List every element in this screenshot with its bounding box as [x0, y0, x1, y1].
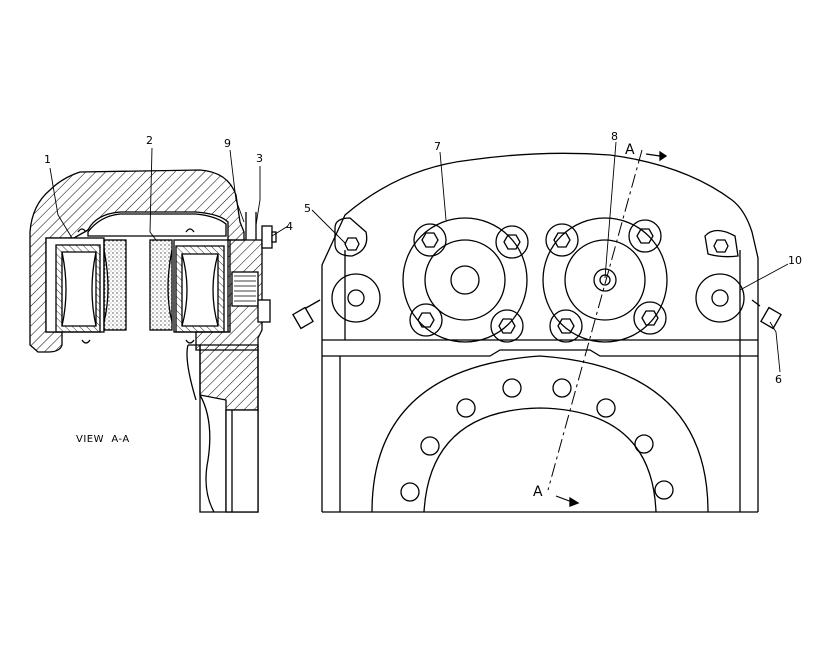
disc-arch-opening: [371, 355, 709, 513]
bleeder-screw-6: [751, 299, 782, 330]
caliper-housing-outline: [321, 152, 759, 512]
section-mark-top: A: [625, 142, 635, 158]
callout-7: 7: [434, 140, 441, 153]
callout-6: 6: [775, 373, 782, 386]
callout-9-left: 9: [224, 137, 231, 150]
left-brake-pad: [103, 239, 127, 331]
bolt-head-4: [261, 225, 273, 249]
piston-cover-left: [402, 217, 528, 343]
leader-lines: [49, 141, 789, 373]
right-brake-pad: [149, 239, 173, 331]
callout-1: 1: [44, 153, 51, 166]
callout-5: 5: [304, 202, 311, 215]
callout-2: 2: [146, 134, 153, 147]
callout-4: 4: [286, 220, 293, 233]
front-view: [292, 149, 782, 513]
callout-3: 3: [256, 152, 263, 165]
section-view-a-a: [29, 169, 277, 513]
callout-8: 8: [611, 130, 618, 143]
mount-boss-right: [695, 273, 745, 323]
piston-cover-right: [542, 217, 668, 343]
mount-boss-left: [331, 273, 381, 323]
view-label: VIEW A-A: [76, 434, 130, 445]
section-line-a-a: [547, 149, 643, 491]
bolt-head-lower: [257, 299, 271, 323]
bleeder-screw-left: [292, 299, 321, 330]
section-mark-bottom: A: [533, 484, 543, 500]
bracket-bolt-holes: [400, 378, 674, 502]
cover-bolts: [409, 219, 667, 343]
caliper-housing-section: [29, 169, 245, 353]
nut-5: [344, 237, 360, 251]
callout-10: 10: [788, 254, 802, 267]
